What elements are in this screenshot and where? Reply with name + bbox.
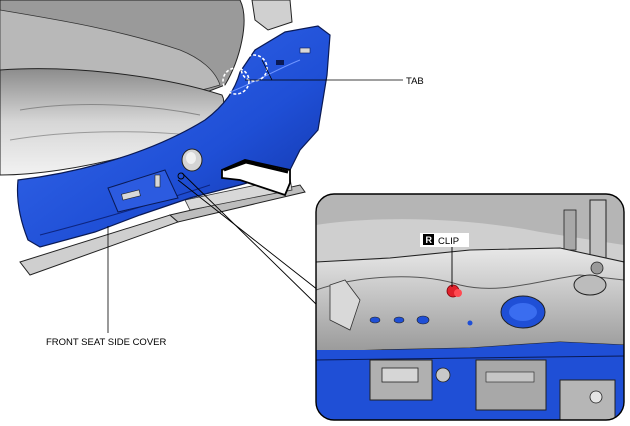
clip-detail-inset: R CLIP: [315, 193, 625, 421]
zoom-leader-line-lower: [181, 172, 319, 307]
clip-marker: [446, 284, 462, 298]
tab-circle-1: [240, 54, 268, 82]
r-badge: [423, 234, 434, 245]
zoom-leader-line-upper: [177, 179, 319, 291]
clip-label: CLIP: [438, 236, 459, 247]
seat-illustration: [0, 0, 331, 276]
front-seat-side-cover-label: FRONT SEAT SIDE COVER: [46, 337, 166, 348]
tab-label: TAB: [406, 76, 424, 87]
r-badge-text: R: [426, 235, 433, 245]
tab-circle-2: [222, 67, 250, 95]
